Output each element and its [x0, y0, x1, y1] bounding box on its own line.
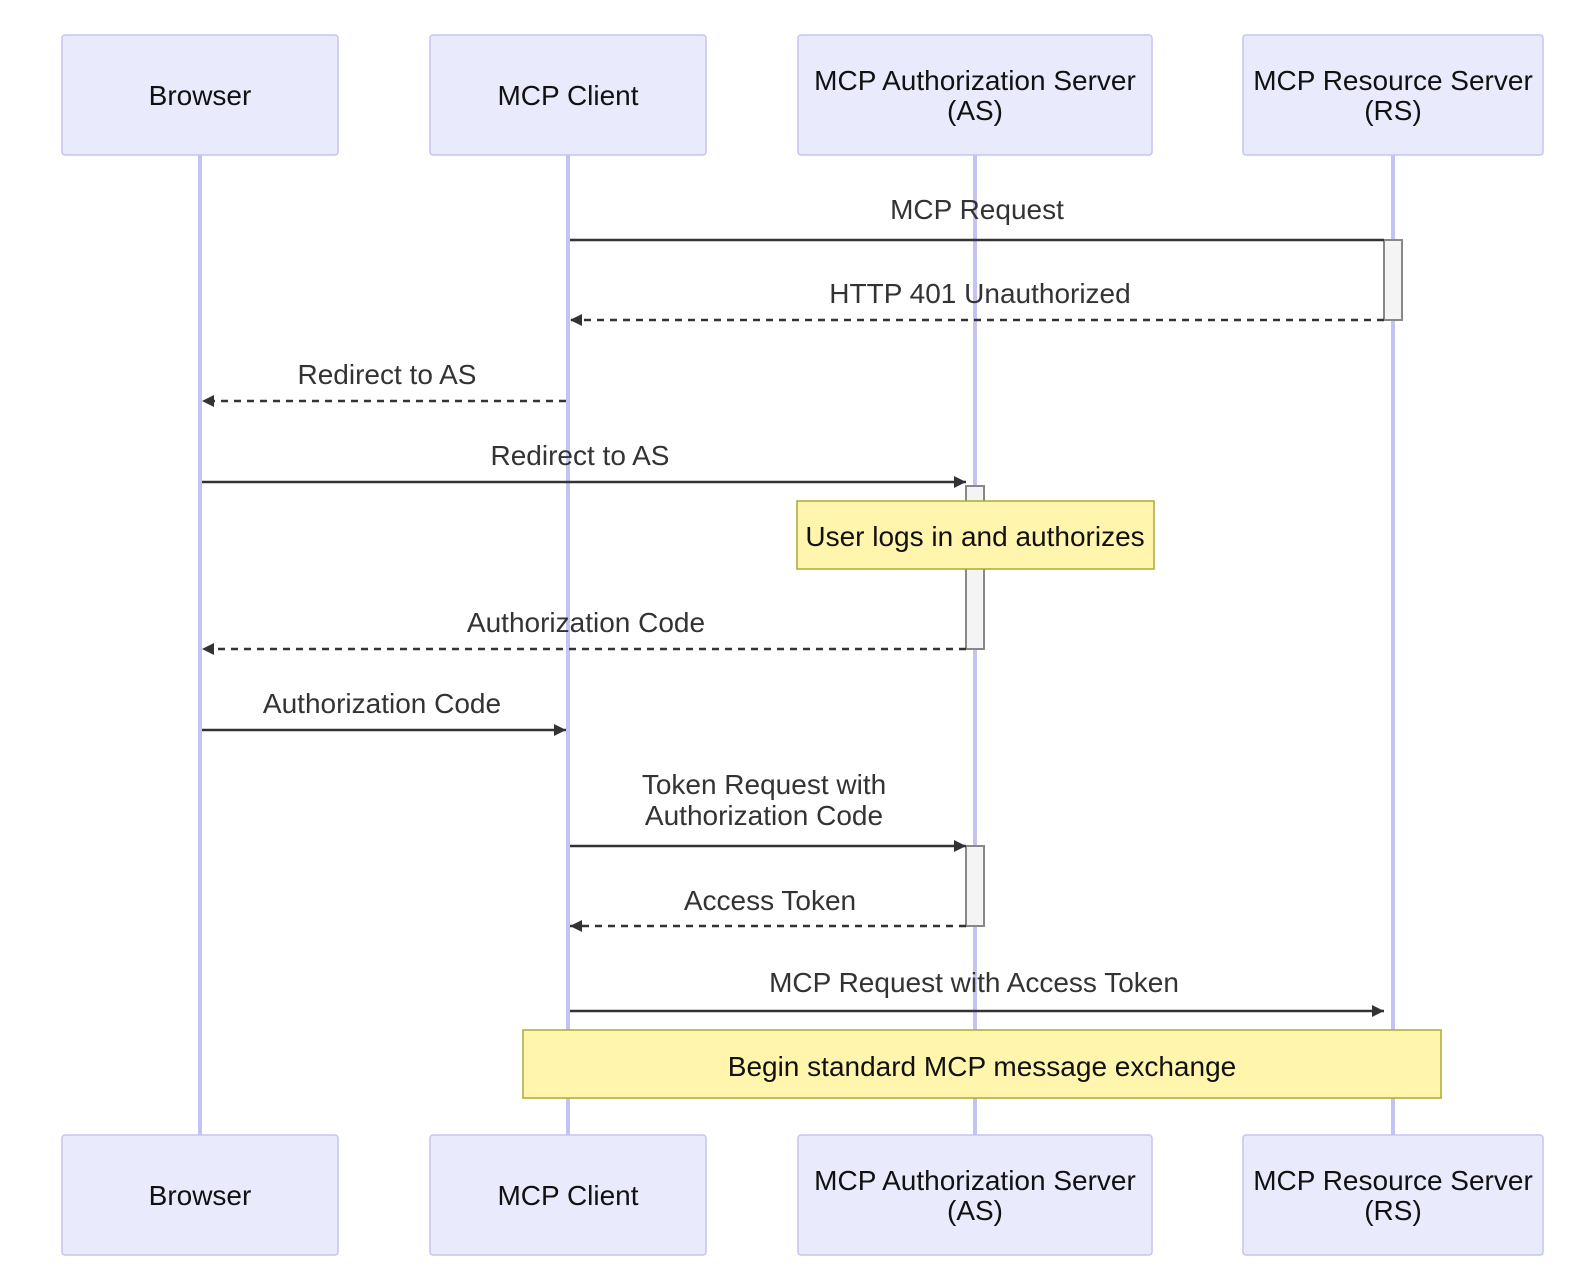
participant-label: MCP Resource Server [1253, 1165, 1533, 1196]
message-token-request: Token Request with Authorization Code [570, 769, 966, 852]
participant-label: Browser [149, 1180, 252, 1211]
participant-authorization-server-top: MCP Authorization Server (AS) [797, 34, 1153, 156]
note-text: Begin standard MCP message exchange [728, 1051, 1236, 1082]
activation-resource-server [1383, 239, 1403, 321]
participant-authorization-server-bottom: MCP Authorization Server (AS) [797, 1134, 1153, 1256]
activation-authorization-server-token [965, 845, 985, 927]
message-label: Token Request with [642, 769, 886, 800]
message-label: Authorization Code [467, 607, 705, 638]
message-mcp-request: MCP Request [570, 194, 1384, 242]
message-label: HTTP 401 Unauthorized [829, 278, 1130, 309]
participant-sublabel: (RS) [1364, 95, 1422, 126]
message-label: Redirect to AS [491, 440, 670, 471]
message-redirect-to-as-1: Redirect to AS [202, 359, 566, 407]
message-label: Authorization Code [263, 688, 501, 719]
participant-label: MCP Client [497, 80, 638, 111]
message-mcp-request-with-access-token: MCP Request with Access Token [570, 967, 1384, 1017]
participant-label: MCP Authorization Server [814, 65, 1136, 96]
message-label: MCP Request [890, 194, 1064, 225]
participant-mcp-client-bottom: MCP Client [429, 1134, 707, 1256]
message-authorization-code-2: Authorization Code [202, 688, 566, 736]
participant-label: MCP Resource Server [1253, 65, 1533, 96]
note-text: User logs in and authorizes [805, 521, 1144, 552]
participant-mcp-client-top: MCP Client [429, 34, 707, 156]
message-label: Access Token [684, 885, 856, 916]
participant-label: MCP Client [497, 1180, 638, 1211]
message-label: MCP Request with Access Token [769, 967, 1179, 998]
participant-browser-bottom: Browser [61, 1134, 339, 1256]
message-access-token: Access Token [570, 885, 966, 932]
participant-sublabel: (AS) [947, 95, 1003, 126]
participant-sublabel: (RS) [1364, 1195, 1422, 1226]
participant-label: MCP Authorization Server [814, 1165, 1136, 1196]
participant-resource-server-top: MCP Resource Server (RS) [1242, 34, 1544, 156]
message-redirect-to-as-2: Redirect to AS [202, 440, 966, 488]
message-http-401-unauthorized: HTTP 401 Unauthorized [570, 278, 1384, 326]
participant-sublabel: (AS) [947, 1195, 1003, 1226]
participant-resource-server-bottom: MCP Resource Server (RS) [1242, 1134, 1544, 1256]
note-begin-standard-exchange: Begin standard MCP message exchange [522, 1029, 1442, 1099]
message-label-line-2: Authorization Code [645, 800, 883, 831]
message-label: Redirect to AS [298, 359, 477, 390]
participant-label: Browser [149, 80, 252, 111]
participant-browser-top: Browser [61, 34, 339, 156]
note-user-logs-in: User logs in and authorizes [796, 500, 1155, 570]
message-authorization-code-1: Authorization Code [202, 607, 966, 655]
